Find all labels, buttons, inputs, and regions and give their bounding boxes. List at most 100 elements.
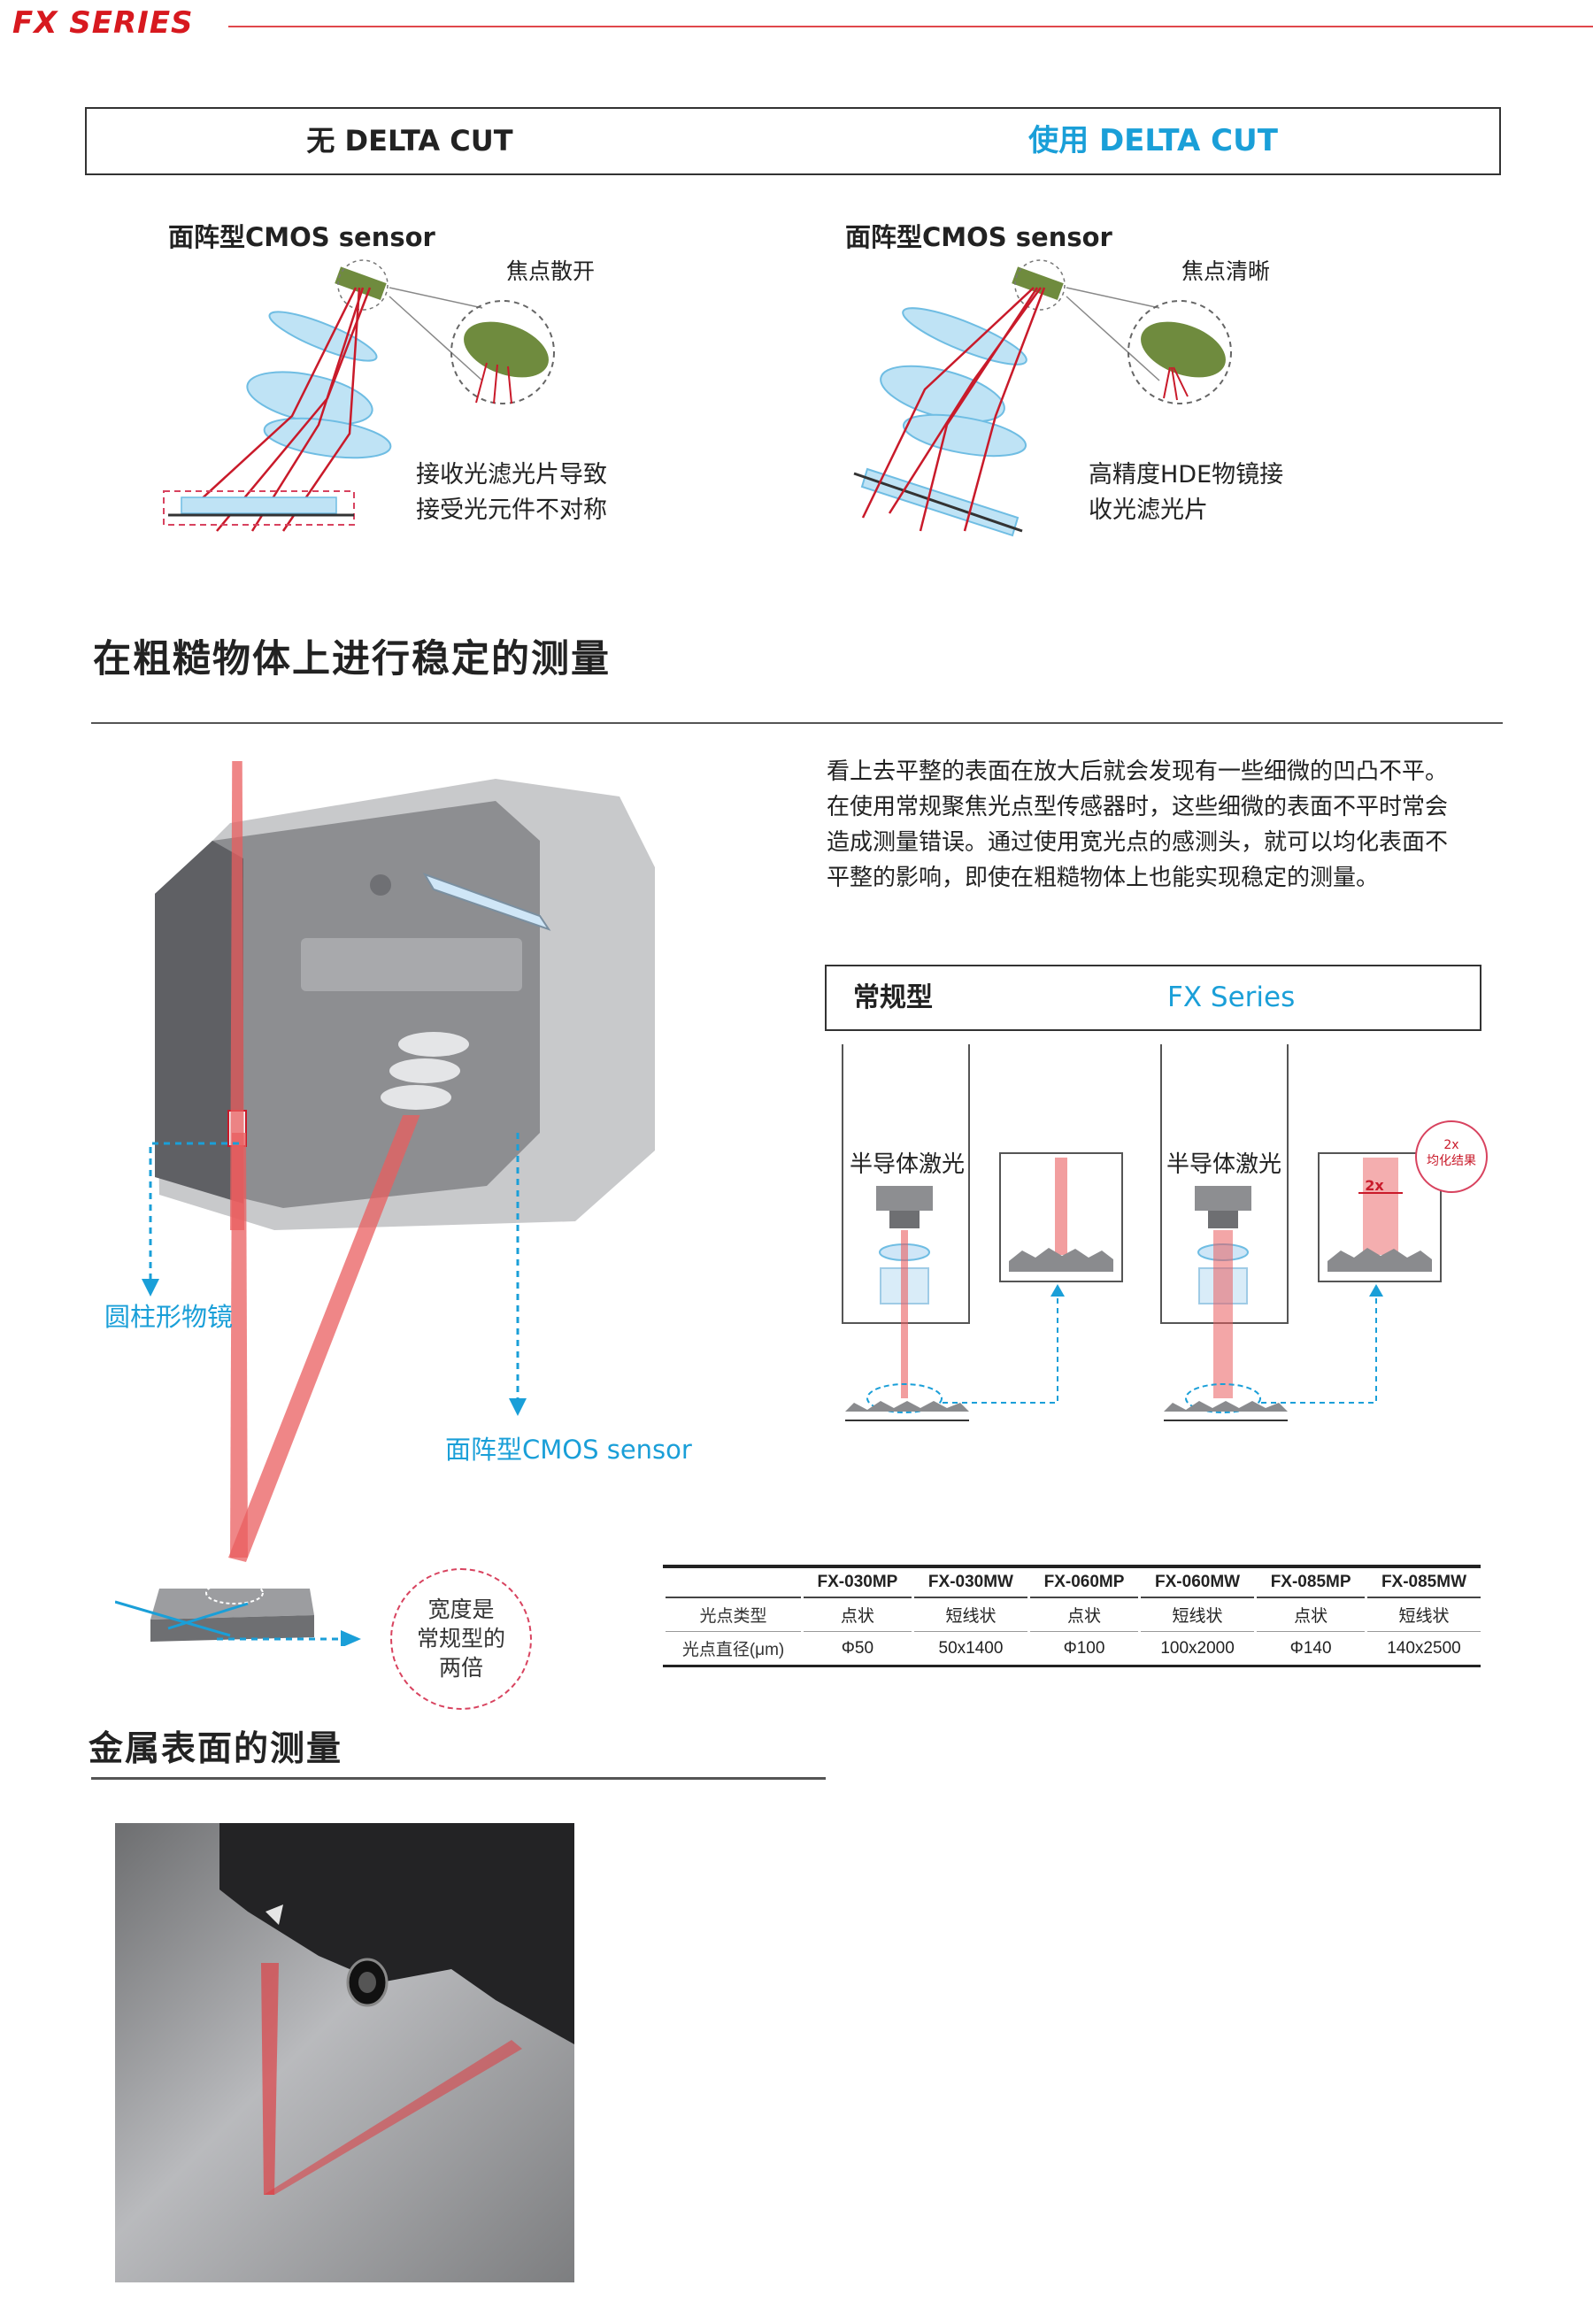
spec-table: FX-030MP FX-030MW FX-060MP FX-060MW FX-0… bbox=[662, 1565, 1481, 1667]
double-width-line1: 宽度是 bbox=[427, 1597, 495, 1622]
rough-section-title: 在粗糙物体上进行稳定的测量 bbox=[93, 637, 611, 681]
sensor-head-vent-1 bbox=[398, 1032, 469, 1057]
spec-cell: 光点直径(μm) bbox=[662, 1631, 803, 1667]
sensor-head-slot bbox=[301, 938, 522, 991]
metal-sensor-lens bbox=[358, 1972, 376, 1993]
fx-diagram bbox=[1160, 1044, 1488, 1421]
rough-description-line3: 造成测量错误。通过使用宽光点的感测头，就可以均化表面不 bbox=[827, 829, 1449, 856]
brand-divider bbox=[228, 26, 1593, 27]
fx-width-marker: 2x bbox=[1365, 1177, 1384, 1194]
fx-laser-neck bbox=[1208, 1211, 1238, 1228]
conv-laser-label: 半导体激光 bbox=[850, 1146, 966, 1179]
left-zoom-ray-3 bbox=[507, 366, 512, 404]
fx-badge: 2x 均化结果 bbox=[1416, 1137, 1487, 1169]
cmos-sensor-label: 面阵型CMOS sensor bbox=[445, 1435, 692, 1465]
fx-badge-circle bbox=[1415, 1120, 1488, 1193]
conv-result-beam bbox=[1055, 1158, 1067, 1255]
fx-series-label: FX Series bbox=[1167, 981, 1296, 1013]
sensor-head-cmos-plate bbox=[422, 873, 551, 931]
double-width-line2: 常规型的 bbox=[416, 1626, 505, 1651]
with-delta-cut-label: 使用 DELTA CUT bbox=[1028, 123, 1278, 158]
left-lens-1 bbox=[268, 311, 378, 362]
spec-cell: Φ140 bbox=[1254, 1631, 1366, 1667]
fx-badge-bottom: 均化结果 bbox=[1427, 1154, 1476, 1168]
sensor-head-vent-3 bbox=[381, 1085, 451, 1110]
conv-result-link bbox=[943, 1292, 1058, 1404]
left-ray-a bbox=[185, 287, 358, 514]
left-filter bbox=[181, 496, 337, 514]
right-ray-c bbox=[888, 287, 1043, 514]
spec-header-085mw: FX-085MW bbox=[1364, 1565, 1481, 1598]
target-width-line-2 bbox=[167, 1602, 249, 1630]
fx-laser-head bbox=[1195, 1186, 1251, 1211]
spec-cell: Φ100 bbox=[1027, 1631, 1140, 1667]
fx-result-surface bbox=[1328, 1248, 1432, 1272]
left-focus-note: 焦点散开 bbox=[506, 258, 596, 284]
metal-section-title: 金属表面的测量 bbox=[88, 1729, 343, 1769]
conv-result-surface bbox=[1009, 1248, 1113, 1272]
fx-beam bbox=[1213, 1230, 1233, 1398]
fx-rough-surface bbox=[1164, 1401, 1288, 1412]
right-lens-3 bbox=[902, 413, 1027, 458]
conventional-diagram bbox=[842, 1044, 1123, 1421]
spec-header-060mp: FX-060MP bbox=[1027, 1565, 1140, 1598]
spec-cell: 短线状 bbox=[911, 1597, 1029, 1632]
left-zoom-sensor bbox=[464, 321, 549, 378]
left-caption-line1: 接收光滤光片导致 bbox=[416, 461, 607, 489]
spec-cell: 短线状 bbox=[1364, 1597, 1481, 1632]
laser-beam-paths bbox=[228, 1115, 420, 1562]
without-delta-cut-label: 无 DELTA CUT bbox=[306, 124, 513, 158]
right-optics-diagram bbox=[853, 259, 1232, 537]
conv-focus-circle bbox=[866, 1383, 943, 1413]
left-chip-circle bbox=[337, 259, 389, 311]
metal-section-rule bbox=[91, 1777, 826, 1780]
target-width-line-1 bbox=[115, 1600, 231, 1637]
conv-beam bbox=[901, 1230, 908, 1398]
left-zoom-ray-1 bbox=[475, 362, 488, 404]
rough-description: 看上去平整的表面在放大后就会发现有一些细微的凹凸不平。 在使用常规聚焦光点型传感… bbox=[827, 754, 1499, 896]
right-sensor-label: 面阵型CMOS sensor bbox=[845, 222, 1112, 252]
conventional-label: 常规型 bbox=[853, 982, 933, 1013]
left-cmos-chip bbox=[335, 266, 387, 300]
left-ray-b bbox=[250, 287, 365, 532]
spec-cell: 140x2500 bbox=[1364, 1631, 1481, 1667]
double-width-badge: 宽度是 常规型的 两倍 bbox=[390, 1568, 532, 1710]
rough-section-rule bbox=[91, 722, 1503, 724]
table-row: 光点直径(μm) Φ50 50x1400 Φ100 100x2000 Φ140 … bbox=[662, 1631, 1481, 1667]
target-block bbox=[115, 1581, 314, 1642]
fx-result-link bbox=[1261, 1292, 1377, 1404]
metal-sensor-body bbox=[219, 1823, 574, 2044]
metal-reflect-beam bbox=[264, 2040, 522, 2195]
spec-header-085mp: FX-085MP bbox=[1254, 1565, 1366, 1598]
fx-focus-circle bbox=[1185, 1383, 1261, 1413]
right-zoom-ray-3 bbox=[1173, 366, 1189, 397]
table-row: 光点类型 点状 短线状 点状 短线状 点状 短线状 bbox=[662, 1597, 1481, 1632]
cylindrical-lens-label: 圆柱形物镜 bbox=[104, 1302, 234, 1332]
spec-cell: 100x2000 bbox=[1137, 1631, 1256, 1667]
right-base-line bbox=[853, 472, 1023, 533]
left-zoom-ray-2 bbox=[493, 364, 498, 404]
left-zoom-line-top bbox=[389, 287, 483, 309]
left-filter-box bbox=[163, 490, 355, 526]
spec-header-030mw: FX-030MW bbox=[911, 1565, 1029, 1598]
metal-laser-beam bbox=[261, 1963, 279, 2195]
fx-result-arrow bbox=[1369, 1284, 1383, 1297]
sensor-head-body bbox=[155, 801, 540, 1208]
conventional-vs-fx-bar: 常规型 FX Series bbox=[825, 965, 1481, 1031]
callout-arrows bbox=[142, 1133, 527, 1646]
right-focus-note: 焦点清晰 bbox=[1181, 258, 1271, 284]
spec-cell: 50x1400 bbox=[911, 1631, 1029, 1667]
lens-callout-arrow bbox=[142, 1279, 159, 1297]
laser-emit-beam bbox=[230, 1133, 248, 1558]
spec-header-060mw: FX-060MW bbox=[1137, 1565, 1256, 1598]
rough-description-line4: 平整的影响，即使在粗糙物体上也能实现稳定的测量。 bbox=[827, 865, 1380, 891]
rough-description-line1: 看上去平整的表面在放大后就会发现有一些细微的凹凸不平。 bbox=[827, 758, 1449, 785]
conv-result-arrow bbox=[1050, 1284, 1065, 1297]
right-ray-d bbox=[963, 287, 1046, 532]
left-caption-line2: 接受光元件不对称 bbox=[416, 496, 607, 524]
spec-cell: Φ50 bbox=[801, 1631, 913, 1667]
fx-badge-top: 2x bbox=[1443, 1138, 1459, 1152]
right-zoom-ray-1 bbox=[1163, 366, 1171, 399]
right-cmos-chip bbox=[1012, 266, 1064, 300]
cmos-callout-arrow bbox=[509, 1398, 527, 1416]
